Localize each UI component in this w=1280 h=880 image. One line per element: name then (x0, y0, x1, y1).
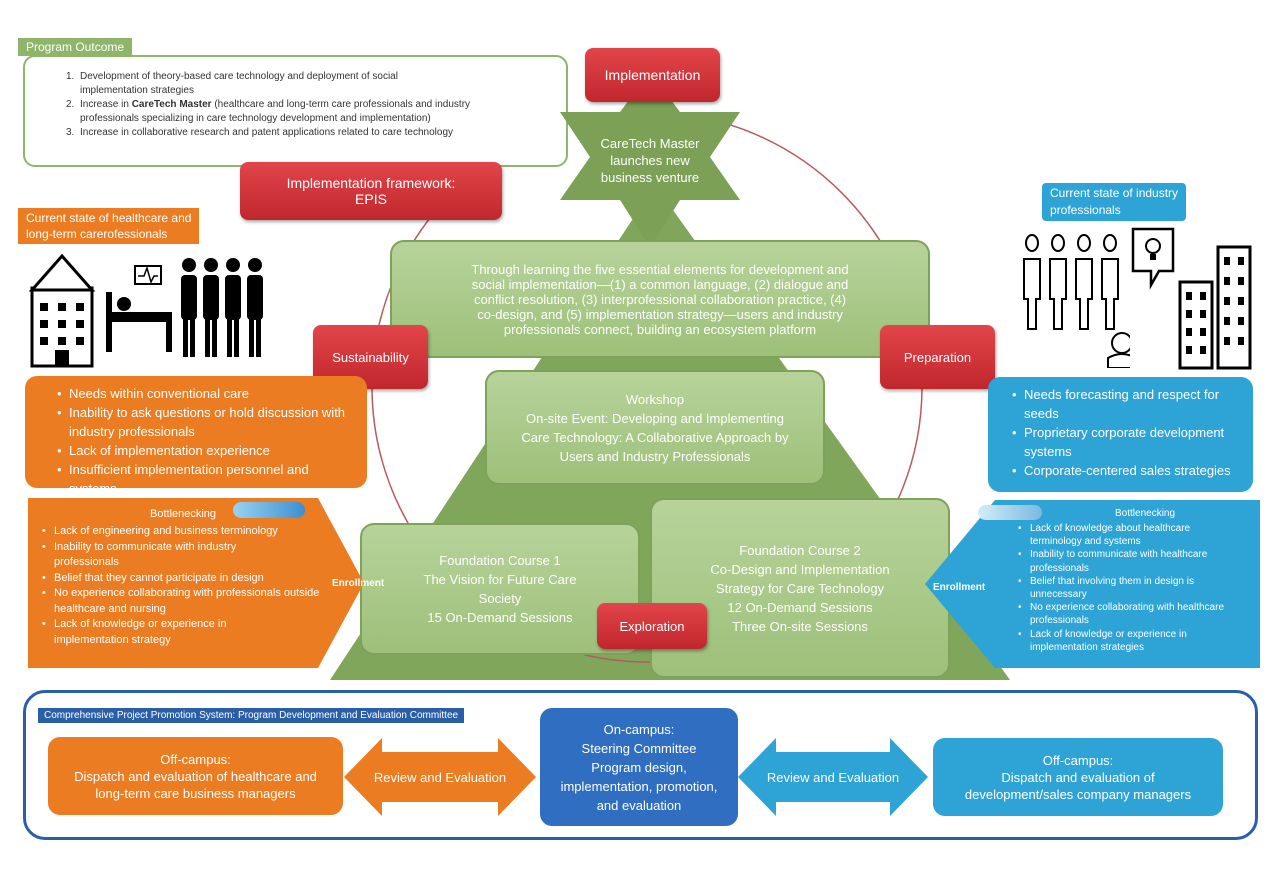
right-review-arrow: Review and Evaluation (738, 738, 928, 816)
left-need-item: Inability to ask questions or hold discu… (57, 403, 359, 441)
star-shape (560, 92, 740, 247)
left-needs-box: Needs within conventional care Inability… (25, 376, 367, 496)
left-enrollment-label: Enrollment (332, 578, 385, 589)
healthcare-staff-icon (181, 258, 263, 357)
left-bottleneck-item: No experience collaborating with profess… (42, 586, 338, 617)
idea-lightbulb-icon (1131, 227, 1175, 290)
program-outcome-tag: Program Outcome (18, 38, 133, 56)
outcome-item-3: 3. Increase in collaborative research an… (66, 127, 454, 138)
left-bottleneck-item: Inability to communicate with industry p… (42, 540, 294, 571)
right-need-item: Needs forecasting and respect for seeds (1012, 385, 1244, 423)
right-need-item: Corporate-centered sales strategies (1012, 461, 1245, 480)
program-outcome-list: 1. Development of theory-based care tech… (66, 70, 566, 140)
left-need-item: Needs within conventional care (57, 384, 359, 403)
right-bottleneck-item: Lack of knowledge or experience in imple… (1018, 628, 1235, 654)
industry-professionals-icon (1023, 234, 1130, 368)
left-need-item: Insufficient implementation personnel an… (57, 460, 359, 498)
outcome-item-2: 2. Increase in CareTech Master (healthca… (66, 99, 471, 124)
left-bottleneck-list: Lack of engineering and business termino… (38, 524, 338, 648)
right-bottleneck-item: Belief that involving them in design is … (1018, 575, 1230, 601)
left-bottleneck-item: Belief that they cannot participate in d… (42, 571, 338, 587)
hospital-icon (28, 253, 96, 368)
right-bottle-icon (978, 505, 1042, 520)
left-bottle-icon (233, 502, 305, 518)
left-bottleneck-item: Lack of knowledge or experience in imple… (42, 617, 284, 648)
right-bottleneck-item: No experience collaborating with healthc… (1018, 601, 1254, 627)
right-bottleneck-item: Inability to communicate with healthcare… (1018, 548, 1240, 574)
promotion-system-tag: Comprehensive Project Promotion System: … (38, 708, 465, 723)
right-bottleneck-list: Lack of knowledge about healthcare termi… (1014, 522, 1254, 654)
left-bottleneck-title: Bottlenecking (150, 508, 217, 520)
ecosystem-platform-block: Through learning the five essential elem… (390, 240, 930, 358)
right-need-item: Proprietary corporate development system… (1012, 423, 1254, 461)
office-buildings-icon (1178, 245, 1252, 370)
patient-bed-icon (106, 265, 172, 352)
exploration-label: Exploration (597, 603, 707, 649)
program-outcome-box (23, 55, 568, 167)
right-bottleneck-title: Bottlenecking (1115, 508, 1176, 519)
right-enrollment-label: Enrollment (933, 582, 986, 593)
left-need-item: Lack of implementation experience (57, 441, 359, 460)
right-needs-box: Needs forecasting and respect for seeds … (988, 377, 1253, 492)
outcome-item-1: 1. Development of theory-based care tech… (66, 71, 398, 96)
implementation-framework-box: Implementation framework:EPIS (240, 162, 502, 220)
left-bottleneck-item: Lack of engineering and business termino… (42, 524, 338, 540)
right-bottleneck-item: Lack of knowledge about healthcare termi… (1018, 522, 1230, 548)
implementation-label: Implementation (585, 48, 720, 102)
preparation-label: Preparation (880, 325, 995, 389)
left-review-arrow: Review and Evaluation (344, 738, 536, 816)
off-campus-healthcare-box: Off-campus:Dispatch and evaluation of he… (48, 737, 343, 815)
